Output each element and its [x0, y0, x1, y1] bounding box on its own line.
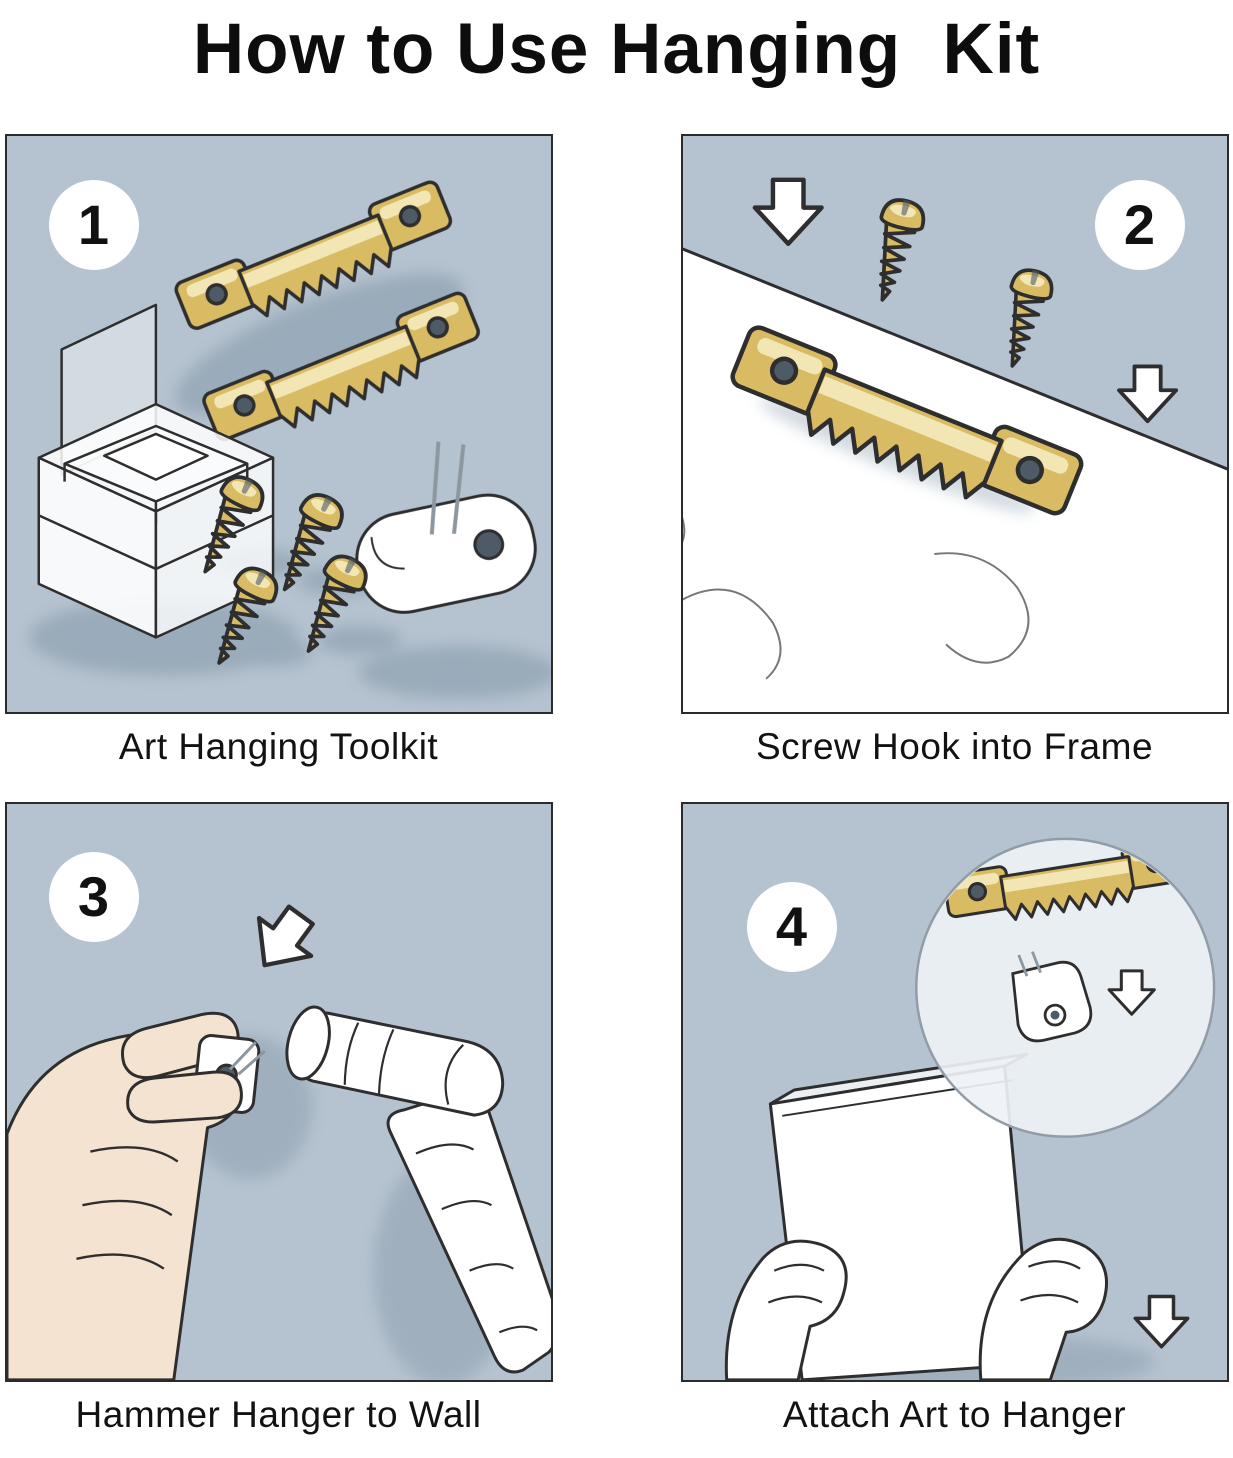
panel-step-4: 4 Attach Art to Hanger: [680, 801, 1229, 1436]
hammer-icon: [284, 1005, 551, 1373]
attach-art-illustration: [724, 837, 1215, 1380]
step-1-number-badge: 1: [48, 179, 139, 270]
hands-icon: [724, 1237, 1108, 1380]
step-3-number-badge: 3: [48, 851, 139, 942]
step-4-caption: Attach Art to Hanger: [782, 1393, 1127, 1435]
wall-hook-icon: [1010, 950, 1092, 1042]
thumb: [75, 1070, 243, 1270]
step-1-caption: Art Hanging Toolkit: [118, 725, 439, 767]
down-arrow-icon: [1133, 1294, 1189, 1348]
magnifier-contents: [941, 840, 1193, 1042]
steps-grid: 1 Art Hanging Toolkit: [0, 133, 1233, 1436]
screw-icon: [990, 263, 1057, 373]
step-3-panel: 3: [4, 801, 553, 1382]
panel-step-3: 3 Hammer Hanger to Wall: [4, 801, 553, 1436]
panel-step-1: 1 Art Hanging Toolkit: [4, 133, 553, 768]
screw-into-frame-illustration: [682, 153, 1227, 712]
step-2-caption: Screw Hook into Frame: [755, 725, 1154, 767]
down-arrow-icon: [754, 179, 821, 243]
toolkit-illustration: [29, 177, 551, 698]
frame-board-icon: [682, 153, 1227, 712]
step-4-panel: 4: [680, 801, 1229, 1382]
hammer-to-wall-illustration: [6, 804, 551, 1380]
step-2-number-badge: 2: [1094, 179, 1185, 270]
step-3-caption: Hammer Hanger to Wall: [75, 1393, 482, 1435]
page-title: How to Use Hanging Kit: [192, 10, 1041, 89]
down-arrow-icon: [238, 896, 326, 984]
step-4-number-badge: 4: [746, 881, 837, 972]
down-arrow-icon: [1116, 364, 1178, 423]
panel-step-2: 2 Screw Hook into Frame: [680, 133, 1229, 768]
step-2-panel: 2: [680, 133, 1229, 714]
step-1-panel: 1: [4, 133, 553, 714]
screw-icon: [859, 193, 929, 307]
wood-grain: [682, 460, 1029, 680]
pin-hook-icon: [354, 440, 537, 614]
